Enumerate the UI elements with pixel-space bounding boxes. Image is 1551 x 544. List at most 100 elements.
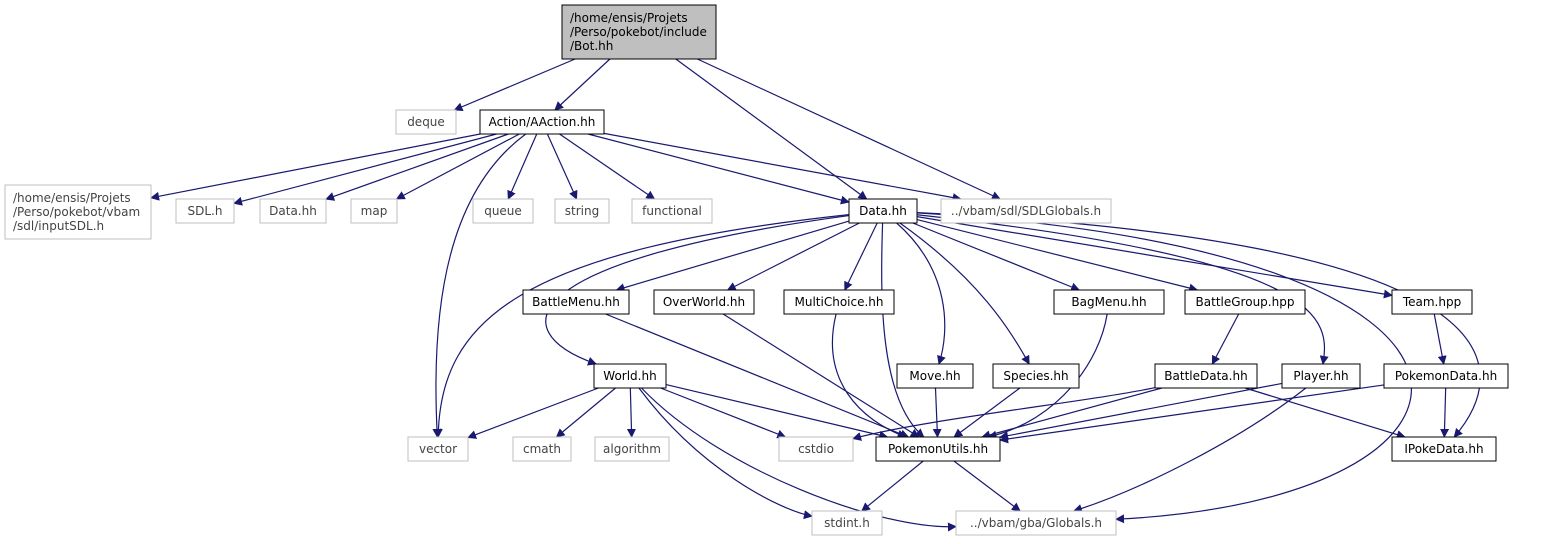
edge-species-to-pokemonutils: [953, 387, 1021, 438]
node-bagmenu[interactable]: BagMenu.hh: [1053, 289, 1165, 315]
node-pokemonutils[interactable]: PokemonUtils.hh: [875, 436, 1001, 462]
node-gbaglobals: ../vbam/gba/Globals.h: [955, 510, 1117, 536]
node-inputsdl: /home/ensis/Projets/Perso/pokebot/vbam/s…: [4, 184, 152, 240]
edge-bot-to-deque: [453, 58, 576, 111]
node-cmath: cmath: [512, 436, 572, 462]
node-label-bot-line-3: /Bot.hh: [570, 39, 613, 53]
node-data[interactable]: Data.hh: [848, 198, 918, 224]
edge-pokemondata-to-ipokedata: [1440, 387, 1450, 438]
edge-aaction-to-datahh_ext: [325, 133, 509, 201]
edge-multichoice-to-pokemonutils: [831, 313, 907, 439]
node-box-map: [350, 198, 398, 224]
node-box-multichoice: [783, 289, 895, 315]
node-label-sdl: SDL.h: [188, 204, 223, 218]
node-label-algorithm: algorithm: [603, 442, 661, 456]
node-box-team: [1391, 289, 1473, 315]
node-sdl: SDL.h: [175, 198, 235, 224]
node-label-battledata: BattleData.hh: [1164, 369, 1247, 383]
node-world[interactable]: World.hh: [593, 363, 667, 389]
edge-data-to-player: [916, 214, 1329, 365]
node-box-species: [992, 363, 1080, 389]
node-box-sdlglobals: [940, 198, 1112, 224]
node-move[interactable]: Move.hh: [896, 363, 974, 389]
edge-data-to-battlemenu: [615, 220, 850, 293]
node-box-sdl: [175, 198, 235, 224]
edge-world-to-vector: [467, 387, 599, 439]
node-multichoice[interactable]: MultiChoice.hh: [783, 289, 895, 315]
edge-aaction-to-string: [546, 133, 578, 200]
node-box-cstdio: [778, 436, 854, 462]
edge-world-to-algorithm: [626, 387, 636, 438]
node-bot[interactable]: /home/ensis/Projets/Perso/pokebot/includ…: [561, 4, 717, 60]
node-ipokedata[interactable]: IPokeData.hh: [1391, 436, 1497, 462]
node-label-world: World.hh: [603, 369, 656, 383]
edge-aaction-to-data: [587, 133, 850, 205]
node-label-cstdio: cstdio: [798, 442, 834, 456]
edge-bot-to-aaction: [554, 58, 611, 111]
node-label-species: Species.hh: [1003, 369, 1068, 383]
node-label-overworld: OverWorld.hh: [663, 295, 745, 309]
edge-world-to-cstdio: [660, 387, 787, 439]
edge-bot-to-sdlglobals: [697, 58, 1001, 200]
edge-aaction-to-map: [395, 133, 520, 200]
node-stdint: stdint.h: [811, 510, 883, 536]
node-string: string: [554, 198, 610, 224]
edge-world-to-cmath: [555, 387, 616, 438]
node-battledata[interactable]: BattleData.hh: [1154, 363, 1258, 389]
node-label-aaction: Action/AAction.hh: [489, 115, 596, 129]
edge-battledata-to-ipokedata: [1244, 387, 1406, 439]
node-label-inputsdl-line-2: /Perso/pokebot/vbam: [13, 205, 140, 219]
node-box-gbaglobals: [955, 510, 1117, 536]
edge-data-to-vector: [433, 214, 850, 438]
edge-data-to-ipokedata: [916, 211, 1481, 438]
node-label-vector: vector: [419, 442, 457, 456]
nodes-layer: /home/ensis/Projets/Perso/pokebot/includ…: [4, 4, 1509, 536]
node-box-bagmenu: [1053, 289, 1165, 315]
edges-layer: [150, 58, 1481, 532]
node-label-ipokedata: IPokeData.hh: [1404, 442, 1483, 456]
edge-player-to-gbaglobals: [1072, 387, 1307, 513]
edge-data-to-multichoice: [844, 222, 878, 291]
node-box-world: [593, 363, 667, 389]
node-box-datahh_ext: [259, 198, 327, 224]
node-battlemenu[interactable]: BattleMenu.hh: [522, 289, 630, 315]
node-box-stdint: [811, 510, 883, 536]
node-pokemondata[interactable]: PokemonData.hh: [1383, 363, 1509, 389]
edge-player-to-pokemonutils: [999, 382, 1283, 441]
node-battlegroup[interactable]: BattleGroup.hpp: [1184, 289, 1306, 315]
edge-bot-to-data: [675, 58, 868, 200]
node-label-player: Player.hh: [1293, 369, 1348, 383]
node-label-bot-line-2: /Perso/pokebot/include: [570, 25, 707, 39]
edge-aaction-to-sdlglobals: [603, 132, 962, 202]
node-box-string: [554, 198, 610, 224]
edge-team-to-pokemondata: [1433, 313, 1447, 365]
node-box-bot: [561, 4, 717, 60]
node-label-battlegroup: BattleGroup.hpp: [1196, 295, 1295, 309]
node-sdlglobals: ../vbam/sdl/SDLGlobals.h: [940, 198, 1112, 224]
edge-data-to-overworld: [726, 222, 860, 291]
edge-move-to-pokemonutils: [932, 387, 942, 438]
node-box-algorithm: [594, 436, 670, 462]
node-overworld[interactable]: OverWorld.hh: [653, 289, 755, 315]
node-functional: functional: [631, 198, 713, 224]
node-box-inputsdl: [4, 184, 152, 240]
edge-data-to-species: [899, 222, 1030, 365]
edge-aaction-to-vector: [432, 133, 527, 438]
edge-world-to-pokemonutils: [665, 383, 889, 440]
node-box-deque: [395, 109, 457, 135]
node-label-pokemonutils: PokemonUtils.hh: [888, 442, 988, 456]
edge-battledata-to-pokemonutils: [981, 387, 1163, 440]
edge-world-to-stdint: [638, 387, 813, 520]
node-label-functional: functional: [642, 204, 702, 218]
node-team[interactable]: Team.hpp: [1391, 289, 1473, 315]
node-deque: deque: [395, 109, 457, 135]
edge-pokemonutils-to-gbaglobals: [953, 460, 1021, 512]
node-datahh_ext: Data.hh: [259, 198, 327, 224]
edge-battlemenu-to-pokemonutils: [605, 313, 910, 439]
edge-aaction-to-sdl: [233, 133, 497, 206]
node-aaction[interactable]: Action/AAction.hh: [479, 109, 605, 135]
node-player[interactable]: Player.hh: [1281, 363, 1361, 389]
node-box-battledata: [1154, 363, 1258, 389]
node-species[interactable]: Species.hh: [992, 363, 1080, 389]
